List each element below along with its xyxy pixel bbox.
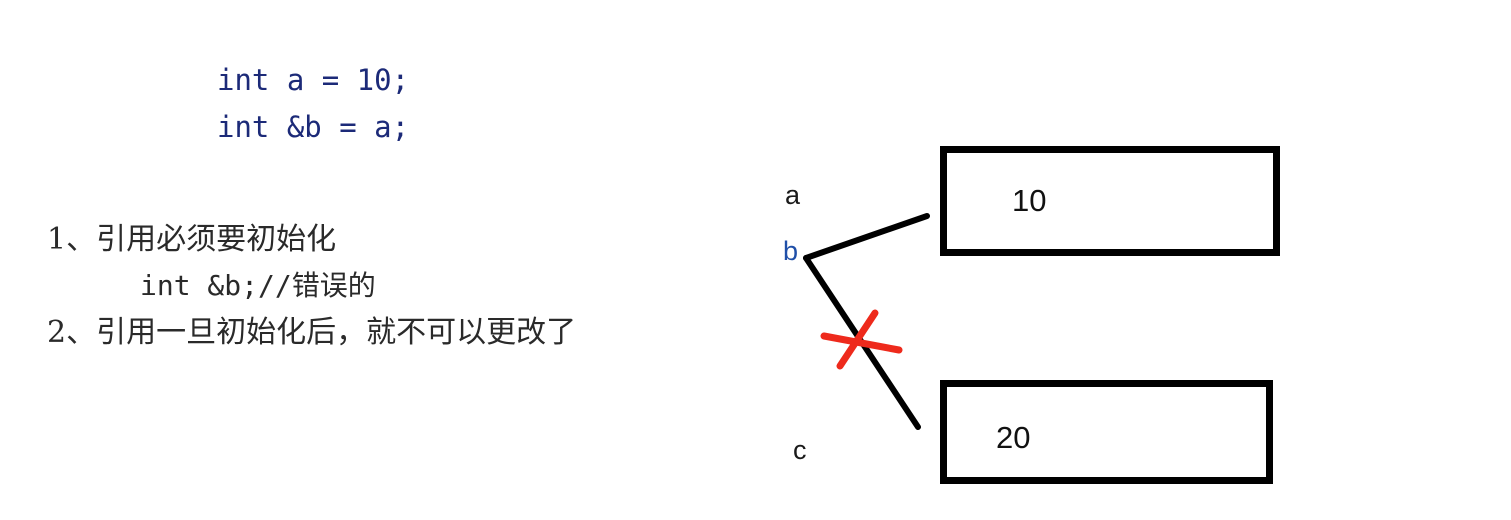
memory-box-a	[940, 146, 1280, 256]
rule-1: 1、引用必须要初始化	[47, 222, 337, 257]
code-line-1: int a = 10;	[217, 63, 410, 97]
rule-2: 2、引用一旦初始化后，就不可以更改了	[47, 315, 577, 350]
memory-box-c-value: 20	[996, 420, 1031, 455]
variable-label-a: a	[785, 180, 801, 210]
memory-box-a-value: 10	[1012, 183, 1047, 218]
variable-label-c: c	[793, 435, 807, 465]
reference-line-b-to-a	[803, 213, 930, 261]
red-x-icon	[820, 309, 903, 370]
rule-1-example: int &b;//错误的	[140, 269, 376, 302]
variable-label-b: b	[783, 236, 799, 266]
memory-box-c	[940, 380, 1273, 484]
code-line-2: int &b = a;	[217, 110, 410, 144]
